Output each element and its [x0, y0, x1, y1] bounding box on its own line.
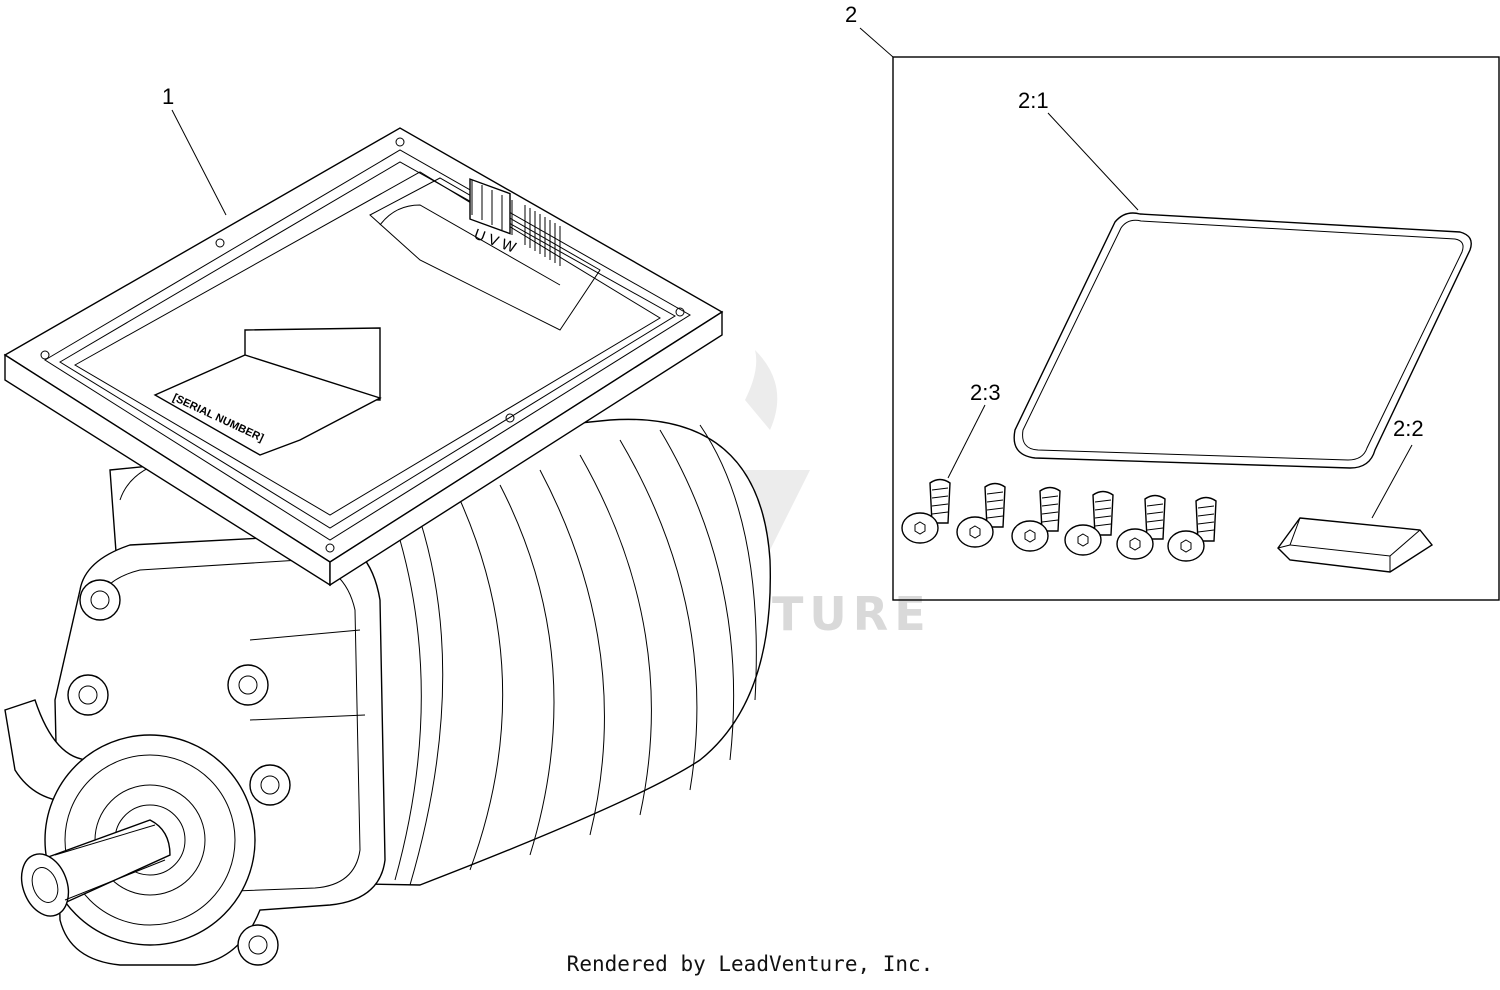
- footer-credit: Rendered by LeadVenture, Inc.: [566, 952, 934, 976]
- housing-screw: [249, 764, 291, 806]
- callout-2-2-label: 2:2: [1393, 416, 1424, 441]
- screw-set: [901, 478, 1217, 562]
- callout-1: 1: [162, 84, 227, 216]
- callout-2-1-label: 2:1: [1018, 88, 1049, 113]
- screw: [1064, 490, 1114, 556]
- gasket: [1013, 212, 1472, 469]
- callout-2-2: 2:2: [1371, 416, 1424, 519]
- callout-2-label: 2: [845, 2, 857, 27]
- screw: [901, 478, 951, 544]
- callout-2-1: 2:1: [1018, 88, 1139, 211]
- screw: [1011, 486, 1061, 552]
- kit-box: [892, 56, 1500, 601]
- housing-screw: [79, 579, 121, 621]
- screw: [956, 482, 1006, 548]
- screw: [1116, 494, 1166, 560]
- callout-2: 2: [845, 2, 894, 58]
- callout-2-3: 2:3: [947, 380, 1001, 479]
- callout-1-label: 1: [162, 84, 174, 109]
- housing-screw: [67, 674, 109, 716]
- thermal-pad: [1277, 517, 1434, 573]
- motor-assembly: U V W 144-5574 [SERIAL NUMBER]: [3, 127, 772, 966]
- screw: [1167, 496, 1217, 562]
- callout-2-3-label: 2:3: [970, 380, 1001, 405]
- housing-screw: [237, 924, 279, 966]
- housing-screw: [227, 664, 269, 706]
